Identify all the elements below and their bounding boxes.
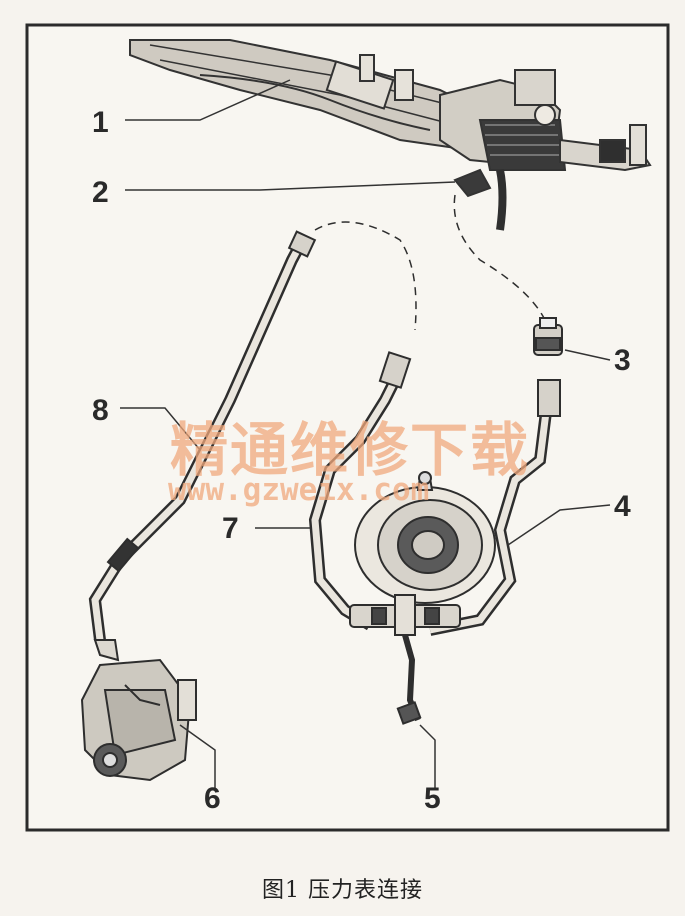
pressure-gauge xyxy=(354,471,496,604)
pressure-gauge-connection-diagram: 1 2 3 4 5 6 7 8 精通维修下载 www.gzweix.com xyxy=(25,23,670,832)
callout-1: 1 xyxy=(92,106,109,139)
callout-8: 8 xyxy=(92,394,109,427)
callout-7: 7 xyxy=(222,512,239,545)
hose-4 xyxy=(428,194,561,636)
callout-5: 5 xyxy=(424,782,441,815)
callout-2: 2 xyxy=(92,176,109,209)
callout-6: 6 xyxy=(204,782,221,815)
leader-lines xyxy=(120,79,611,790)
watermark-url: www.gzweix.com xyxy=(168,472,429,508)
power-steering-pump xyxy=(80,639,197,782)
steering-rack xyxy=(129,39,652,231)
figure-caption: 图1 压力表连接 xyxy=(262,878,423,903)
adapter-3 xyxy=(533,317,563,356)
shutoff-valve-5 xyxy=(349,594,461,725)
watermark-text-cn: 精通维修下载 xyxy=(170,416,530,484)
callout-4: 4 xyxy=(614,490,631,523)
hose-7 xyxy=(308,351,412,631)
hose-8 xyxy=(88,221,417,641)
callout-3: 3 xyxy=(614,344,631,377)
